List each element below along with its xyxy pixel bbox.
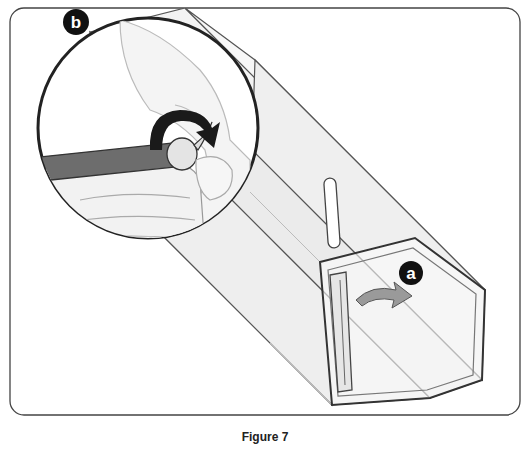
figure-caption: Figure 7 (242, 430, 289, 444)
hand-turning-knob (29, 20, 250, 260)
callout-letter: b (63, 9, 89, 35)
callout-letter: a (399, 261, 423, 285)
figure-frame (10, 8, 520, 415)
